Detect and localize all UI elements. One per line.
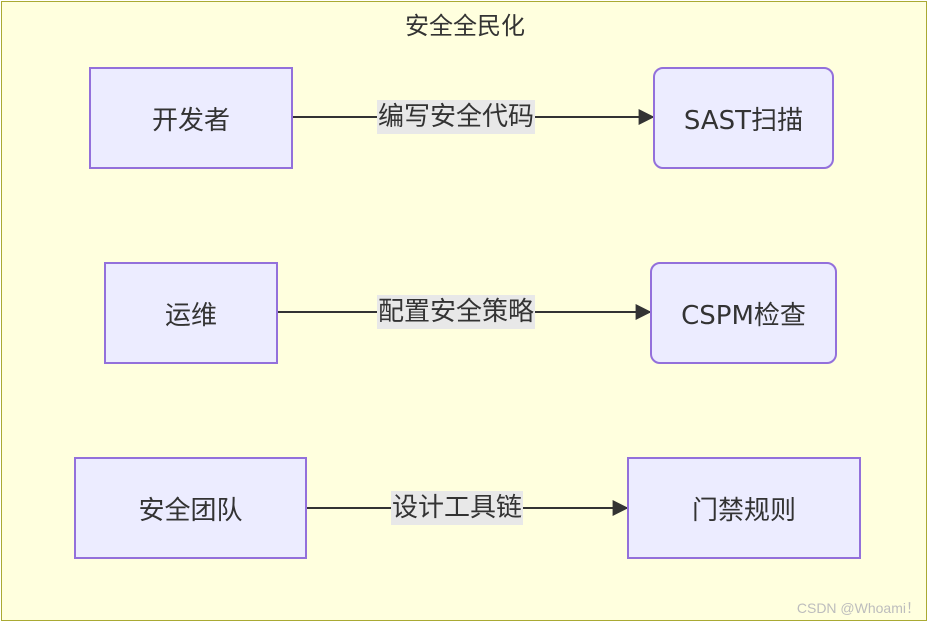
node-developer-label: 开发者: [151, 105, 230, 136]
watermark: CSDN @Whoami！: [796, 600, 920, 616]
node-ops-label: 运维: [164, 300, 217, 331]
node-ops: 运维: [104, 262, 278, 364]
node-cspm-check: CSPM检查: [650, 262, 837, 364]
node-sast-scan-label: SAST扫描: [683, 105, 804, 136]
edge-label-write-secure-code: 编写安全代码: [377, 100, 536, 134]
node-gate-rules-label: 门禁规则: [691, 495, 796, 526]
edge-label-configure-policy: 配置安全策略: [377, 295, 536, 329]
subgraph-title: 安全全民化: [405, 12, 525, 40]
node-gate-rules: 门禁规则: [627, 457, 861, 559]
node-security-team: 安全团队: [74, 457, 307, 559]
edge-label-design-toolchain: 设计工具链: [391, 491, 524, 525]
node-cspm-check-label: CSPM检查: [681, 300, 806, 331]
node-sast-scan: SAST扫描: [653, 67, 834, 169]
node-developer: 开发者: [89, 67, 293, 169]
node-security-team-label: 安全团队: [138, 495, 243, 526]
